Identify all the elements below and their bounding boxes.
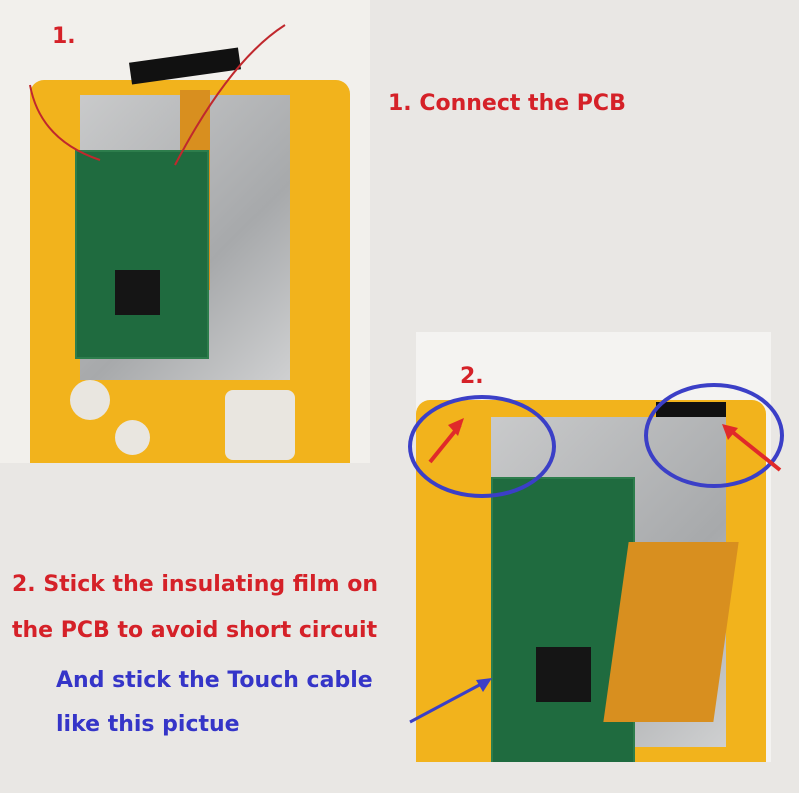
red-wire <box>174 24 286 166</box>
highlight-circle-left <box>408 395 556 498</box>
red-arrowhead <box>722 424 738 440</box>
photo-step-1: 1. <box>0 0 370 463</box>
photo-label-2: 2. <box>460 364 484 389</box>
step2-caption-line1: 2. Stick the insulating film on <box>12 572 378 597</box>
pcb-board <box>75 150 209 359</box>
red-arrow-right <box>728 428 782 472</box>
touch-caption-line2: like this pictue <box>56 712 240 737</box>
button-hole <box>115 420 150 455</box>
chip <box>536 647 591 702</box>
blue-arrowhead <box>476 678 492 692</box>
step1-caption: 1. Connect the PCB <box>388 91 626 116</box>
step2-caption-line2: the PCB to avoid short circuit <box>12 618 378 643</box>
chip <box>115 270 160 315</box>
red-arrowhead <box>448 418 464 436</box>
red-wire <box>29 84 101 161</box>
button-hole <box>70 380 110 420</box>
blue-arrow <box>409 680 486 724</box>
dpad-hole <box>225 390 295 460</box>
photo-label-1: 1. <box>52 24 76 49</box>
touch-caption-line1: And stick the Touch cable <box>56 668 373 693</box>
highlight-circle-right <box>644 383 784 488</box>
